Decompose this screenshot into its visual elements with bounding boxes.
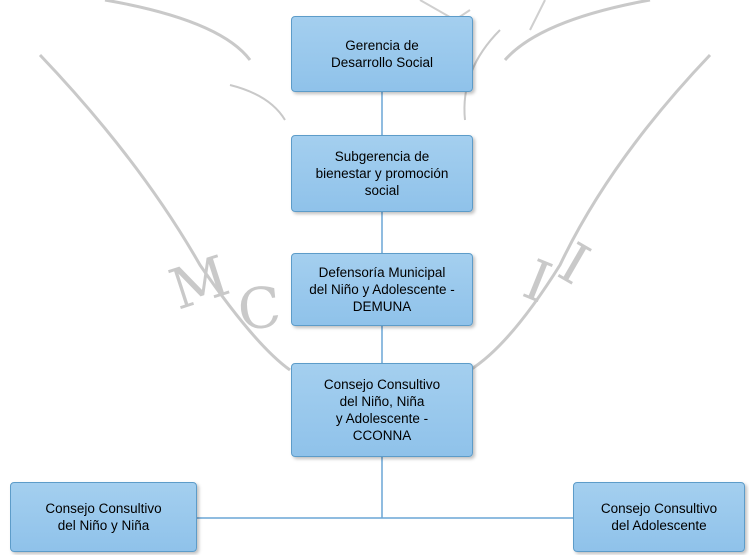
node-consejo-nino-nina: Consejo Consultivo del Niño y Niña	[10, 482, 197, 552]
node-consejo-adolescente: Consejo Consultivo del Adolescente	[573, 482, 745, 552]
node-demuna: Defensoría Municipal del Niño y Adolesce…	[291, 253, 473, 326]
node-subgerencia-bienestar: Subgerencia de bienestar y promoción soc…	[291, 135, 473, 212]
svg-text:C: C	[235, 275, 284, 344]
node-gerencia-desarrollo-social: Gerencia de Desarrollo Social	[291, 16, 473, 92]
node-cconna: Consejo Consultivo del Niño, Niña y Adol…	[291, 363, 473, 457]
